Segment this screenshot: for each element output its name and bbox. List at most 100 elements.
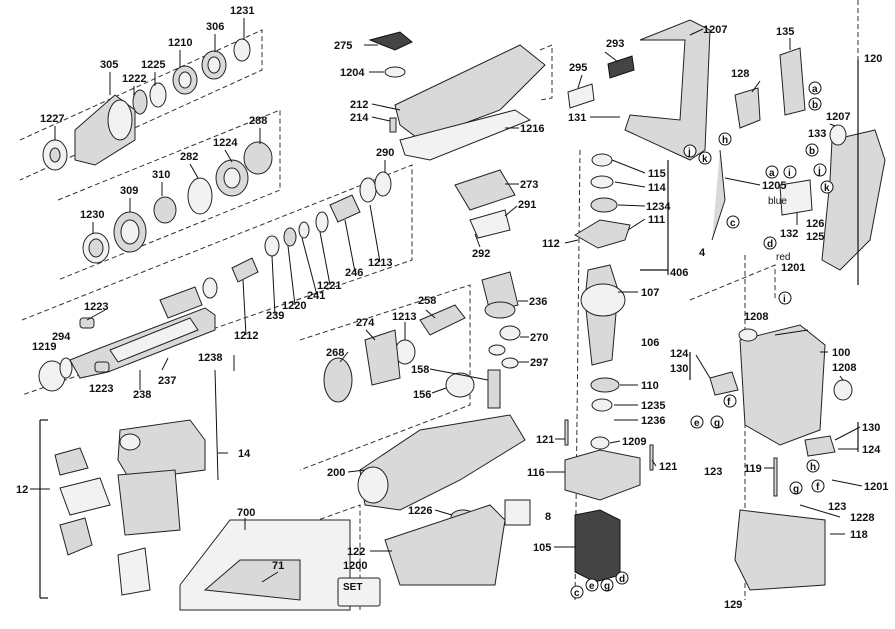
marker-e2: e — [589, 581, 595, 592]
callout-1204: 1204 — [340, 67, 365, 79]
callout-115: 115 — [648, 168, 666, 180]
callout-293: 293 — [606, 38, 624, 50]
part-158-pin — [487, 369, 501, 409]
part-12-clamp-top — [54, 447, 89, 476]
callout-700: 700 — [237, 507, 255, 519]
callout-120: 120 — [864, 53, 882, 65]
callout-1226: 1226 — [408, 505, 432, 517]
callout-1223b: 1223 — [89, 383, 113, 395]
marker-b2: b — [809, 146, 815, 157]
marker-j: j — [687, 147, 691, 158]
part-1220-ring — [283, 227, 297, 247]
part-12-clamp-band — [59, 477, 111, 516]
callout-1234: 1234 — [646, 201, 671, 213]
callout-268: 268 — [326, 347, 344, 359]
wire-label-blue: blue — [768, 196, 787, 207]
part-1208-ring-a — [738, 328, 758, 342]
marker-d: d — [767, 239, 773, 250]
marker-f: f — [727, 397, 731, 408]
part-282-spring — [187, 177, 213, 215]
part-1222-ring — [132, 89, 148, 115]
callout-123b: 123 — [828, 501, 846, 513]
callout-288: 288 — [249, 115, 267, 127]
callout-135: 135 — [776, 26, 794, 38]
part-290-ring — [374, 171, 392, 197]
callout-306: 306 — [206, 21, 224, 33]
part-297-ring — [501, 357, 519, 369]
part-121-screw-b — [649, 444, 654, 471]
callout-158: 158 — [411, 364, 429, 376]
callout-406: 406 — [670, 267, 688, 279]
part-246-striker — [329, 194, 361, 223]
callout-1225: 1225 — [141, 59, 165, 71]
motor-group — [564, 153, 654, 583]
callout-119: 119 — [744, 463, 762, 475]
wire-color-labels: blue red — [768, 196, 790, 263]
marker-a2: a — [769, 168, 775, 179]
marker-g2: g — [604, 581, 610, 592]
part-116-shroud — [564, 449, 641, 501]
callout-124a: 124 — [670, 348, 689, 360]
part-14-handle-grip — [117, 469, 181, 536]
callout-8: 8 — [545, 511, 551, 523]
marker-g3: g — [793, 484, 799, 495]
callout-292: 292 — [472, 248, 490, 260]
part-237-gear — [159, 286, 203, 319]
callout-1219: 1219 — [32, 341, 56, 353]
part-295-spring — [567, 83, 595, 109]
marker-j2: j — [817, 166, 821, 177]
part-236-crank — [481, 271, 519, 313]
callout-309: 309 — [120, 185, 138, 197]
part-135-plate — [779, 47, 806, 116]
callout-1230: 1230 — [80, 209, 104, 221]
callout-237: 237 — [158, 375, 176, 387]
side-handle-group — [39, 369, 219, 599]
callout-282: 282 — [180, 151, 198, 163]
gear-clutch-group — [82, 141, 273, 264]
callout-122: 122 — [347, 546, 365, 558]
callout-1208a: 1208 — [744, 311, 768, 323]
part-1231-ring — [233, 38, 251, 62]
callout-116: 116 — [527, 467, 545, 479]
callout-1200: 1200 — [343, 560, 367, 572]
callout-1207a: 1207 — [703, 24, 727, 36]
part-273-bracket — [454, 169, 516, 211]
part-291-plate — [469, 209, 511, 239]
part-275-knob — [368, 31, 413, 51]
set-badge-label: SET — [343, 582, 362, 593]
part-8-plate — [504, 499, 531, 526]
callout-132: 132 — [780, 228, 798, 240]
part-105-field — [574, 509, 621, 583]
callout-numbers: 1231 306 1210 1225 305 1222 1227 288 122… — [16, 5, 888, 611]
callout-200: 200 — [327, 467, 345, 479]
callout-246: 246 — [345, 267, 363, 279]
part-214-screw — [389, 117, 397, 133]
set-badge — [337, 577, 381, 607]
callout-131: 131 — [568, 112, 586, 124]
part-1212-bolt — [231, 257, 259, 283]
spindle-group — [38, 171, 392, 392]
part-294-ring — [59, 357, 73, 379]
part-1223-pin-a — [79, 317, 95, 329]
callout-258: 258 — [418, 295, 436, 307]
callout-1201b: 1201 — [864, 481, 888, 493]
callout-4: 4 — [699, 247, 706, 259]
callout-1221: 1221 — [317, 280, 341, 292]
marker-c: c — [730, 218, 736, 229]
callout-273: 273 — [520, 179, 538, 191]
part-1225-ring — [149, 82, 167, 108]
marker-f2: f — [816, 482, 820, 493]
part-14-handle-head — [117, 419, 206, 481]
part-1238-bushing — [202, 277, 218, 299]
callout-236: 236 — [529, 296, 547, 308]
callout-270: 270 — [530, 332, 548, 344]
marker-d2: d — [619, 574, 625, 585]
callout-107: 107 — [641, 287, 659, 299]
callout-1212: 1212 — [234, 330, 258, 342]
marker-k2: k — [824, 183, 830, 194]
callout-129: 129 — [724, 599, 742, 611]
callout-105: 105 — [533, 542, 551, 554]
part-100-housing — [739, 324, 826, 446]
callout-1208b: 1208 — [832, 362, 856, 374]
